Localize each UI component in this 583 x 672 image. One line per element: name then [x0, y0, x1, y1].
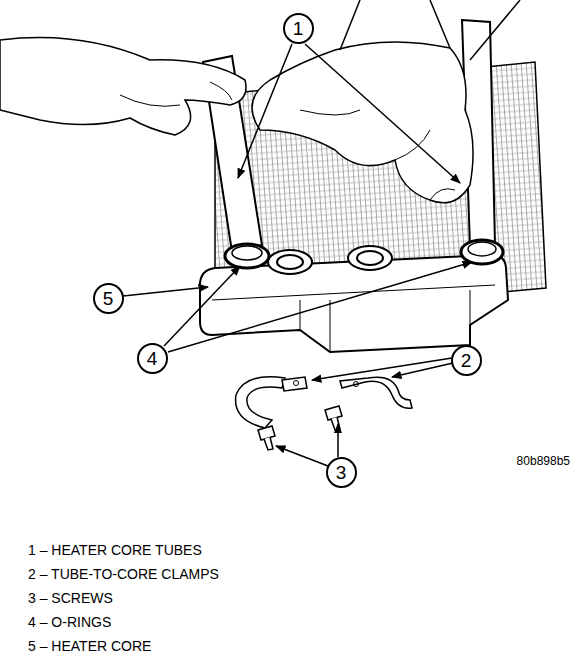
legend-entry: 1 – HEATER CORE TUBES — [28, 542, 202, 559]
figure-id: 80b898b5 — [517, 454, 570, 468]
callout-number: 4 — [147, 349, 158, 368]
legend-entry: 3 – SCREWS — [28, 590, 113, 607]
right-hand — [252, 42, 473, 203]
o-ring — [225, 244, 269, 268]
callout-number: 3 — [336, 463, 347, 482]
left-hand — [0, 38, 246, 136]
legend-entry: 5 – HEATER CORE — [28, 638, 151, 655]
callout-circle: 3 — [326, 457, 357, 488]
tube-clamp — [236, 377, 285, 428]
o-ring — [461, 240, 503, 264]
callout-number: 2 — [461, 351, 472, 370]
callout-number: 5 — [103, 289, 114, 308]
callout-number: 1 — [293, 19, 304, 38]
legend-entry: 4 – O-RINGS — [28, 614, 111, 631]
tube-clamp — [340, 377, 412, 408]
callout-circle: 2 — [451, 345, 482, 376]
callout-circle: 5 — [93, 283, 124, 314]
leader-lines — [123, 44, 472, 466]
screw — [258, 406, 342, 450]
callout-circle: 4 — [137, 343, 168, 374]
legend-entry: 2 – TUBE-TO-CORE CLAMPS — [28, 566, 219, 583]
heater-core-tank — [200, 255, 508, 352]
core-ports — [268, 246, 392, 274]
callout-circle: 1 — [283, 13, 314, 44]
